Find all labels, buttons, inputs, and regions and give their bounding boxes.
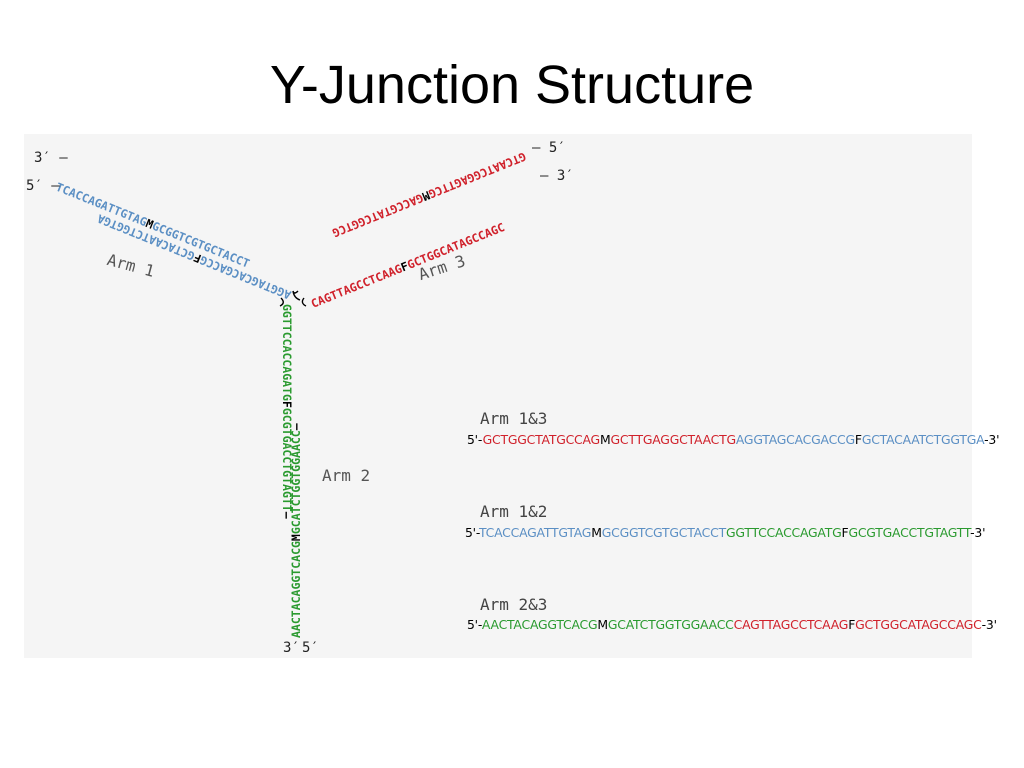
junction-bracket-top (292, 290, 301, 301)
seq-segment: GCTGGCATAGCCAGC (855, 617, 982, 632)
seq-segment: CAGTTAGCCTCAAG (733, 617, 849, 632)
seq-modification: F (841, 525, 849, 540)
strand-segment: CAGTTAGCCTCAAG (309, 261, 404, 310)
strand-modification: M (144, 216, 156, 232)
seq-modification: M (599, 432, 611, 447)
strand-modification: M (289, 534, 303, 541)
seq-label-arm23: Arm 2&3 (480, 595, 548, 614)
arm3-bottom-end-label: – 3′ (540, 168, 574, 184)
seq-segment: AGGTAGCACGACCG (735, 432, 855, 447)
arm1-bottom-end-label: 5′ – (26, 178, 60, 194)
junction-bracket-right (301, 297, 307, 307)
seq-suffix: -3' (970, 525, 986, 540)
strand-modification: M (420, 188, 432, 204)
arm2-right-strand: AACTACAGGTCACGMGCATCTGGTGGAACC– (289, 423, 303, 638)
seq-segment: GCTGGCTATGCCAG (482, 432, 601, 447)
seq-prefix: 5'- (467, 617, 482, 632)
arm2-left-strand: GGTTCCACCAGATGFGCGTGACCTGTAGTT– (280, 304, 294, 519)
seq-modification: M (591, 525, 602, 540)
seq-segment: GCTACAATCTGGTGA (861, 432, 985, 447)
seq-modification: M (597, 617, 608, 632)
arm2-right-end-label: 5′ (302, 640, 319, 656)
seq-prefix: 5'- (467, 432, 483, 447)
strand-segment: GTCAATCGGAGTTCG (427, 149, 529, 201)
strand-modification: F (192, 250, 204, 266)
strand-segment: – (280, 512, 294, 519)
arm3-top-end-label: – 5′ (532, 140, 566, 156)
seq-segment: GCGTGACCTGTAGTT (848, 525, 971, 540)
strand-segment: AACTACAGGTCACG (289, 541, 303, 638)
seq-suffix: -3' (984, 432, 1000, 447)
strand-segment: GCATCTGGTGGAACC (289, 430, 303, 534)
seq-label-arm13: Arm 1&3 (480, 409, 548, 428)
seq-segment: GCATCTGGTGGAACC (607, 617, 734, 632)
seq-modification: F (848, 617, 856, 632)
seq-label-arm12: Arm 1&2 (480, 502, 548, 521)
seq-prefix: 5'- (465, 525, 480, 540)
strand-segment: – (289, 423, 303, 430)
seq-segment: GGTTCCACCAGATG (725, 525, 842, 540)
arm2-label: Arm 2 (322, 466, 371, 485)
slide-title: Y-Junction Structure (269, 55, 755, 115)
junction-bracket-left (279, 297, 284, 307)
seq-segment: GCTTGAGGCTAACTG (610, 432, 736, 447)
arm1-top-end-label: 3′ – (34, 150, 68, 166)
strand-segment: GGTTCCACCAGATG (280, 304, 294, 401)
seq-suffix: -3' (981, 617, 997, 632)
seq-modification: F (854, 432, 862, 447)
strand-segment: GACCGTATCGGTCG (330, 191, 425, 240)
seq-segment: GCGGTCGTGCTACCT (601, 525, 726, 540)
strand-modification: F (280, 401, 294, 408)
strand-segment: GCGTGACCTGTAGTT (280, 408, 294, 512)
arm1-bottom-strand: TCACCAGATTGTAGMGCGGTCGTGCTACCT (54, 180, 252, 271)
seq-line-arm13: 5'-GCTGGCTATGCCAGMGCTTGAGGCTAACTGAGGTAGC… (467, 432, 1000, 447)
seq-line-arm12: 5'-TCACCAGATTGTAGMGCGGTCGTGCTACCTGGTTCCA… (465, 525, 986, 540)
strands-group: AGGTAGCACGACCGFGCTACAATCTGGTGATCACCAGATT… (54, 149, 528, 638)
seq-segment: AACTACAGGTCACG (481, 617, 598, 632)
figure-panel (24, 134, 972, 658)
strand-modification: F (399, 259, 411, 275)
seq-line-arm23: 5'-AACTACAGGTCACGMGCATCTGGTGGAACCCAGTTAG… (467, 617, 997, 632)
seq-segment: TCACCAGATTGTAG (479, 525, 592, 540)
arm2-left-end-label: 3′ (283, 640, 300, 656)
